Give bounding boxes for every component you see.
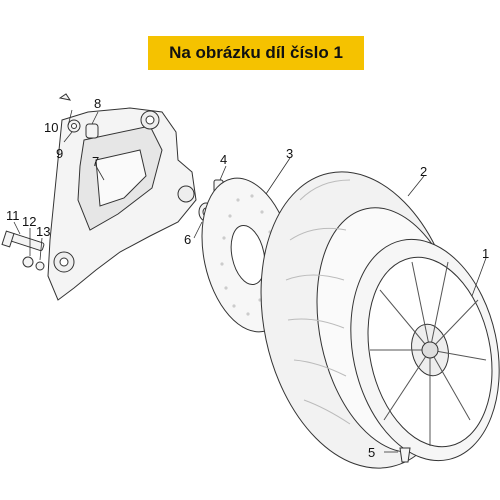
callout-12: 12 — [22, 214, 36, 229]
clip-10[interactable] — [58, 93, 72, 101]
washer-12[interactable] — [22, 256, 34, 268]
callout-1: 1 — [482, 246, 489, 261]
callout-13: 13 — [36, 224, 50, 239]
callout-9: 9 — [56, 146, 63, 161]
wheel-rim[interactable] — [331, 225, 500, 474]
part-banner: Na obrázku díl číslo 1 — [148, 36, 364, 70]
washer-13[interactable] — [35, 261, 45, 271]
callout-7: 7 — [92, 154, 99, 169]
callout-11: 11 — [6, 208, 20, 223]
callout-6: 6 — [184, 232, 191, 247]
callout-5: 5 — [368, 445, 375, 460]
spacer-8[interactable] — [85, 123, 99, 139]
valve-5[interactable] — [399, 447, 411, 463]
callout-8: 8 — [94, 96, 101, 111]
callout-10: 10 — [44, 120, 58, 135]
callout-4: 4 — [220, 152, 227, 167]
callout-3: 3 — [286, 146, 293, 161]
callout-2: 2 — [420, 164, 427, 179]
